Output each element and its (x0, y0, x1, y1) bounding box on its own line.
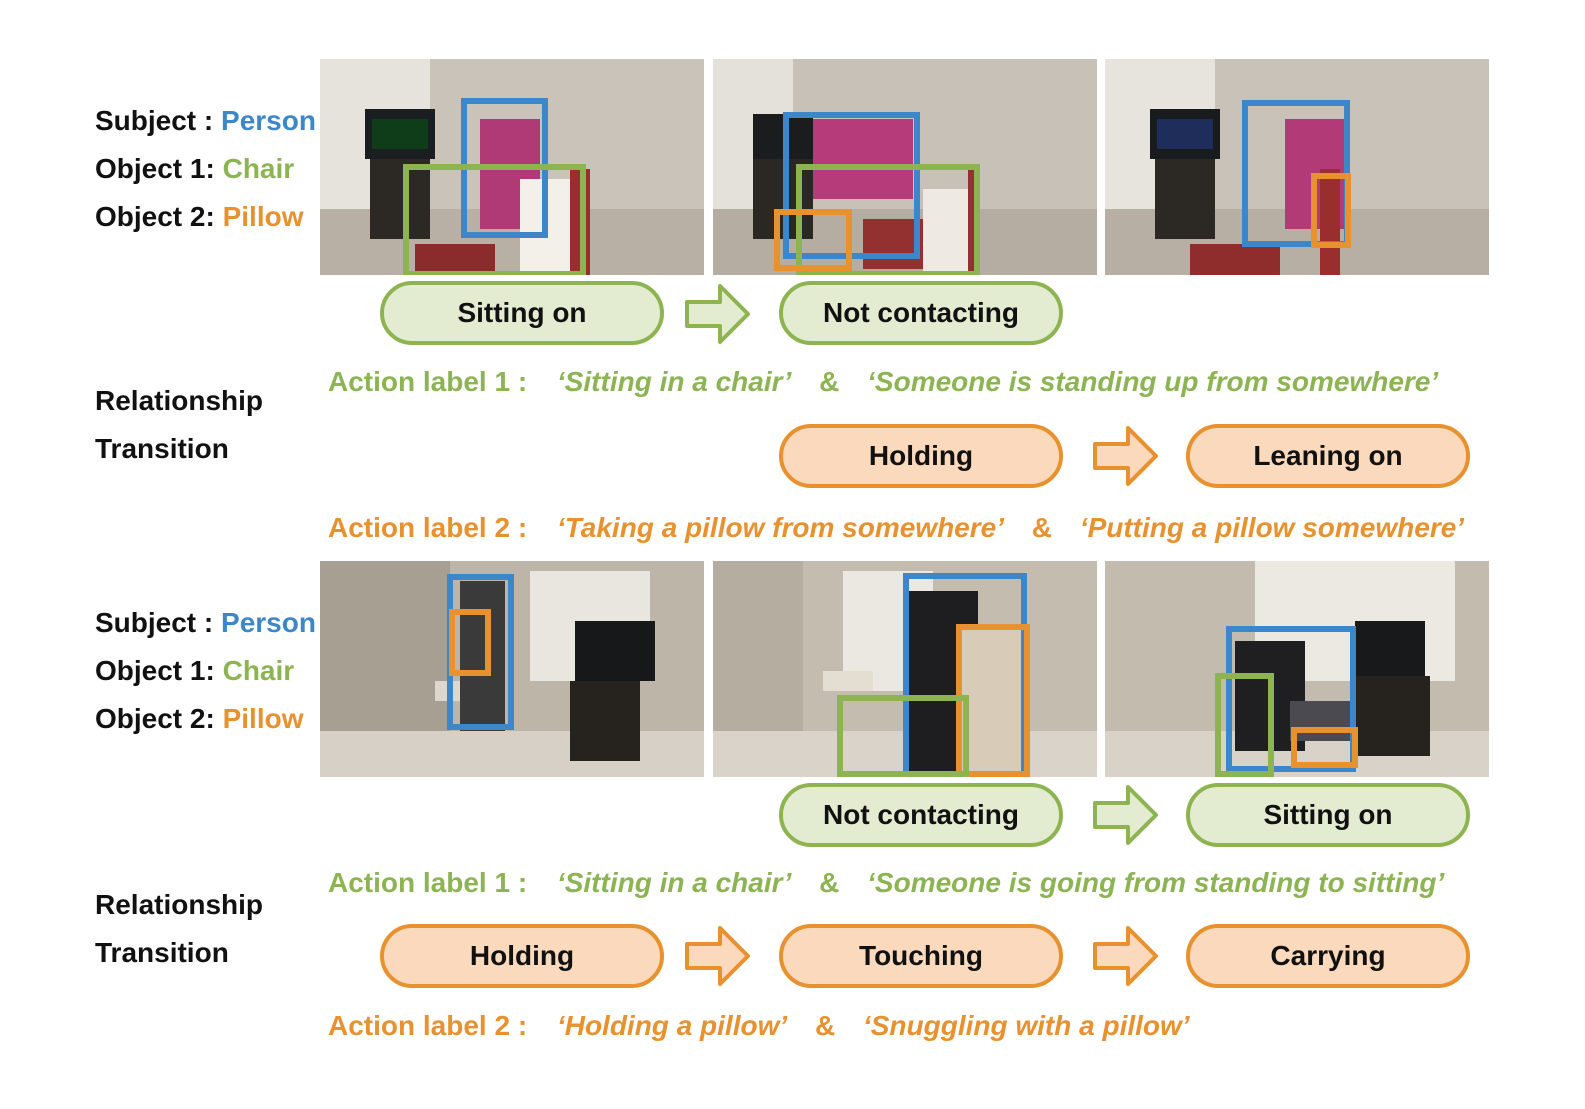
action-label-2: Action label 2 : ‘Holding a pillow’ & ‘S… (328, 1006, 1190, 1046)
block1-object1-line: Object 1: Chair (95, 145, 294, 193)
action-label-2: Action label 2 : ‘Taking a pillow from s… (328, 508, 1464, 548)
state-holding: Holding (380, 924, 664, 988)
object2-key: Object 2: (95, 703, 215, 734)
subject-key: Subject : (95, 607, 214, 638)
action-prefix: Action label 1 : (328, 366, 528, 397)
object2-value: Pillow (222, 703, 304, 734)
action-ampersand: & (814, 1010, 836, 1041)
video-frame-1c (1105, 59, 1489, 275)
object2-value: Pillow (222, 201, 304, 232)
action-quote-1: ‘Sitting in a chair’ (556, 366, 792, 397)
block2-object2-line: Object 2: Pillow (95, 695, 304, 743)
subject-key: Subject : (95, 105, 214, 136)
action-prefix: Action label 1 : (328, 867, 528, 898)
video-frame-1b (713, 59, 1097, 275)
action-prefix: Action label 2 : (328, 1010, 528, 1041)
state-sitting-on: Sitting on (1186, 783, 1470, 847)
state-leaning-on: Leaning on (1186, 424, 1470, 488)
video-frame-2b (713, 561, 1097, 777)
subject-value: Person (221, 607, 316, 638)
action-quote-2: ‘Putting a pillow somewhere’ (1079, 512, 1465, 543)
state-sitting-on: Sitting on (380, 281, 664, 345)
title-line-2: Transition (95, 433, 229, 464)
block2-subject-line: Subject : Person (95, 599, 316, 647)
arrow-right-icon (1093, 926, 1158, 986)
block1-object2-line: Object 2: Pillow (95, 193, 304, 241)
title-line-1: Relationship (95, 889, 264, 920)
video-frame-2c (1105, 561, 1489, 777)
relationship-transition-title: Relationship Transition (95, 377, 263, 473)
state-not-contacting: Not contacting (779, 281, 1063, 345)
action-label-1: Action label 1 : ‘Sitting in a chair’ & … (328, 863, 1444, 903)
arrow-right-icon (685, 926, 750, 986)
subject-value: Person (221, 105, 316, 136)
state-touching: Touching (779, 924, 1063, 988)
video-frame-2a (320, 561, 704, 777)
block2-object1-line: Object 1: Chair (95, 647, 294, 695)
action-quote-1: ‘Taking a pillow from somewhere’ (556, 512, 1004, 543)
video-frame-1a (320, 59, 704, 275)
state-holding: Holding (779, 424, 1063, 488)
action-ampersand: & (819, 366, 840, 397)
state-not-contacting: Not contacting (779, 783, 1063, 847)
title-line-1: Relationship (95, 385, 264, 416)
action-prefix: Action label 2 : (328, 512, 528, 543)
arrow-right-icon (1093, 426, 1158, 486)
title-line-2: Transition (95, 937, 229, 968)
block1-subject-line: Subject : Person (95, 97, 316, 145)
relationship-transition-title: Relationship Transition (95, 881, 263, 977)
object1-value: Chair (222, 655, 295, 686)
action-quote-1: ‘Holding a pillow’ (556, 1010, 788, 1041)
arrow-right-icon (685, 284, 750, 344)
object1-value: Chair (222, 153, 295, 184)
object2-key: Object 2: (95, 201, 215, 232)
arrow-right-icon (1093, 785, 1158, 845)
action-ampersand: & (819, 867, 840, 898)
state-carrying: Carrying (1186, 924, 1470, 988)
action-ampersand: & (1031, 512, 1053, 543)
object1-key: Object 1: (95, 153, 215, 184)
object1-key: Object 1: (95, 655, 215, 686)
action-quote-1: ‘Sitting in a chair’ (556, 867, 792, 898)
action-label-1: Action label 1 : ‘Sitting in a chair’ & … (328, 362, 1438, 402)
action-quote-2: ‘Snuggling with a pillow’ (862, 1010, 1190, 1041)
action-quote-2: ‘Someone is standing up from somewhere’ (867, 366, 1439, 397)
action-quote-2: ‘Someone is going from standing to sitti… (867, 867, 1445, 898)
